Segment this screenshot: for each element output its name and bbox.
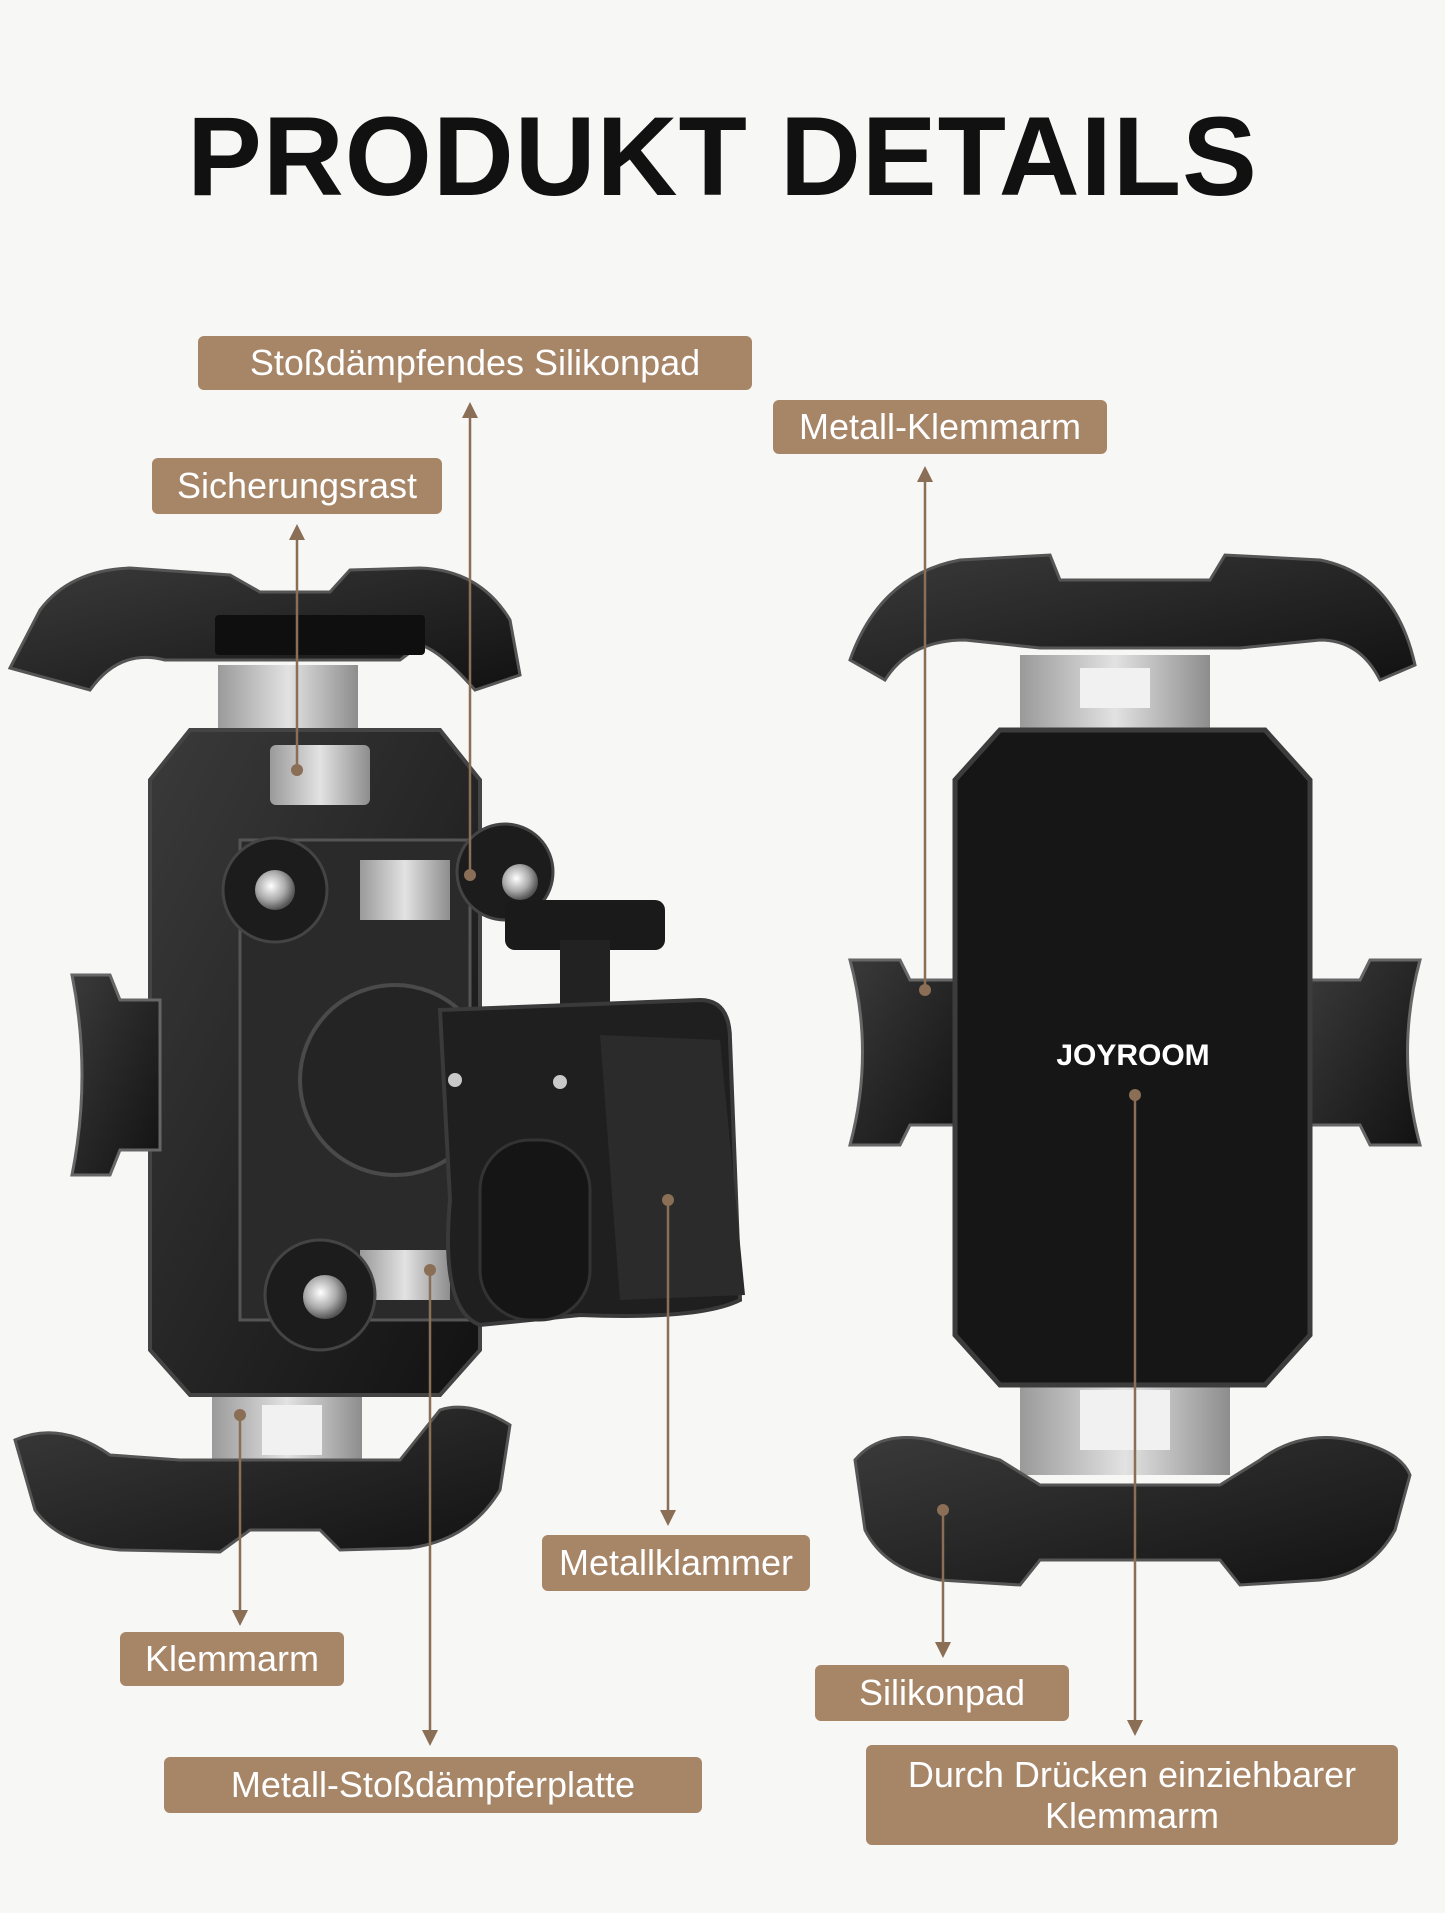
label-retractable-arm-line1: Durch Drücken einziehbarer [907, 1753, 1357, 1795]
left-side-arm [848, 958, 962, 1147]
label-metal-clamp-arm: Metall-Klemmarm [773, 400, 1107, 454]
top-clamp-arm [848, 553, 1417, 683]
callout-lines [232, 402, 1143, 1746]
label-metal-clamp: Metallklammer [542, 1535, 810, 1591]
label-retractable-arm-line2: Klemmarm [1044, 1795, 1219, 1836]
front-silicone-pad [952, 727, 1313, 1388]
label-silicone-pad: Silikonpad [815, 1665, 1069, 1721]
label-metal-shock-plate: Metall-Stoßdämpferplatte [164, 1757, 702, 1813]
brand-logo: JOYROOM [1056, 1039, 1209, 1072]
page-title: PRODUKT DETAILS [187, 94, 1258, 219]
label-safety-latch: Sicherungsrast [152, 458, 442, 514]
bottom-clamp-arm [853, 1436, 1412, 1587]
label-retractable-arm: Durch Drücken einziehbarer Klemmarm [866, 1745, 1398, 1845]
safety-latch [270, 745, 370, 805]
bolt [303, 1275, 347, 1319]
bolt [255, 870, 295, 910]
bottom-clamp-arm [13, 1405, 512, 1554]
right-holder-front-view: JOYROOM [848, 553, 1422, 1587]
bolt [502, 864, 538, 900]
left-side-arm [70, 973, 162, 1177]
tightening-knob [505, 900, 665, 950]
left-holder-back-view [7, 566, 745, 1554]
label-shock-absorbing-pad: Stoßdämpfendes Silikonpad [198, 336, 752, 390]
label-clamp-arm: Klemmarm [120, 1632, 344, 1686]
right-side-arm [1308, 958, 1422, 1147]
